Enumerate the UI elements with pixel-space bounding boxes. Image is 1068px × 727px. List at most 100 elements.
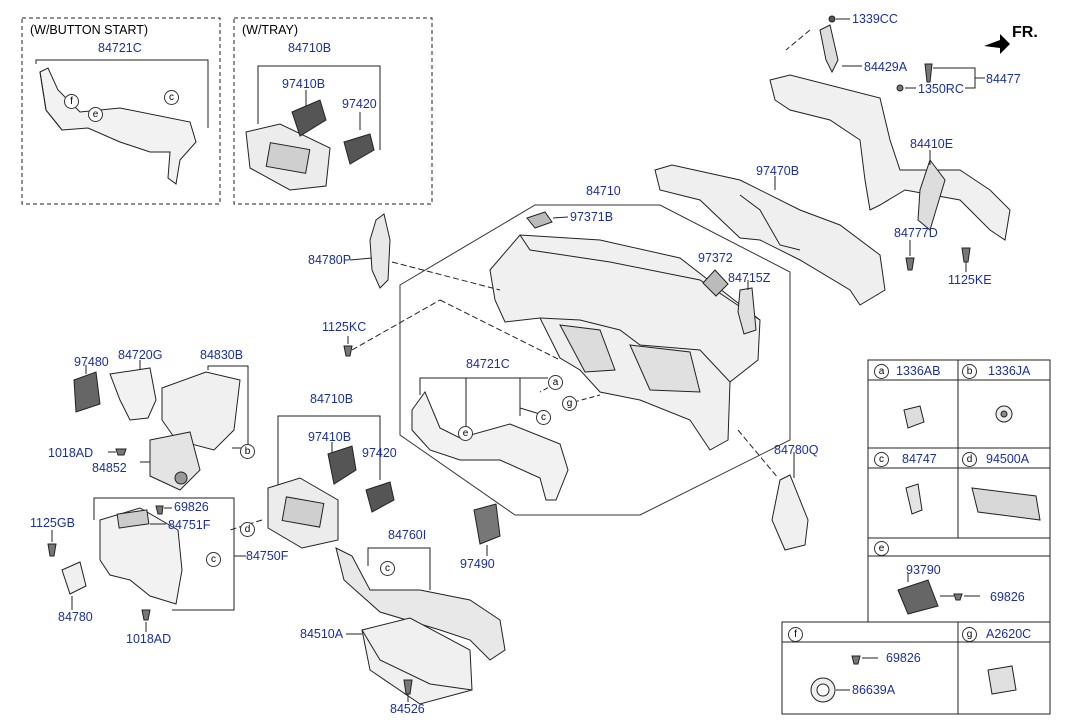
part-label-84710B-main[interactable]: 84710B (310, 392, 354, 406)
legend-part-84747[interactable]: 84747 (902, 452, 937, 466)
legend-part-1336JA[interactable]: 1336JA (988, 364, 1031, 378)
switch-84751F (116, 509, 150, 529)
callout-e-inset: e (88, 107, 103, 122)
part-label-97470B[interactable]: 97470B (756, 164, 800, 178)
bolt-1125KC (343, 345, 353, 357)
garnish-97372 (702, 269, 729, 297)
bolt-1018AD-a (115, 448, 127, 456)
legend-part-93790[interactable]: 93790 (906, 563, 941, 577)
leader-84721C-inset (35, 59, 209, 128)
part-label-84751F[interactable]: 84751F (168, 518, 211, 532)
vent-97480 (73, 371, 101, 413)
nut-1339CC (828, 15, 836, 23)
screw-69826-a (155, 505, 164, 515)
part-label-97410B-inset[interactable]: 97410B (282, 77, 326, 91)
legend-key-f: f (788, 627, 803, 642)
callout-f-inset: f (64, 94, 79, 109)
part-label-1125GB[interactable]: 1125GB (30, 516, 75, 530)
part-label-84777D[interactable]: 84777D (894, 226, 938, 240)
part-label-84780[interactable]: 84780 (58, 610, 93, 624)
center-vent-main-part (327, 445, 357, 485)
part-label-84410E[interactable]: 84410E (910, 137, 954, 151)
callout-d-fascia: d (240, 522, 255, 537)
legend-key-d: d (962, 452, 977, 467)
part-label-1350RC[interactable]: 1350RC (918, 82, 964, 96)
part-label-84510A[interactable]: 84510A (300, 627, 344, 641)
part-label-84830B[interactable]: 84830B (200, 348, 244, 362)
cluster-hood-84830B (161, 371, 241, 451)
legend-table (867, 359, 1051, 623)
cowl-crossbar-84410E (769, 74, 1011, 241)
callout-b-cluster: b (240, 444, 255, 459)
side-vent-inset-part (343, 133, 375, 165)
part-label-84760I[interactable]: 84760I (388, 528, 427, 542)
bolt-84477 (924, 63, 933, 83)
legend-part-94500A[interactable]: 94500A (986, 452, 1030, 466)
part-label-97372[interactable]: 97372 (698, 251, 733, 265)
inset-title-tray: (W/TRAY) (242, 23, 299, 37)
lower-crash-pad-main-part (411, 390, 569, 501)
legend-part-69826-f[interactable]: 69826 (886, 651, 921, 665)
legend-key-a: a (874, 364, 889, 379)
part-label-84715Z[interactable]: 84715Z (728, 271, 771, 285)
front-direction-label: FR. (1012, 24, 1038, 41)
side-vent-main-part (365, 481, 395, 513)
part-label-84526[interactable]: 84526 (390, 702, 425, 716)
part-label-97490[interactable]: 97490 (460, 557, 495, 571)
legend-part-86639A[interactable]: 86639A (852, 683, 896, 697)
callout-c-main: c (536, 410, 551, 425)
part-label-1339CC[interactable]: 1339CC (852, 12, 898, 26)
screw-69826-e (953, 593, 963, 601)
part-label-97410B-main[interactable]: 97410B (308, 430, 352, 444)
legend-part-1336AB[interactable]: 1336AB (896, 364, 941, 378)
part-label-84720G[interactable]: 84720G (118, 348, 163, 362)
legend-part-A2620C[interactable]: A2620C (986, 627, 1032, 641)
crash-pad-main-part (489, 234, 761, 451)
lower-crash-pad-inset-part (39, 67, 197, 185)
part-label-84750F[interactable]: 84750F (246, 549, 289, 563)
inset-box-button-start (21, 17, 221, 205)
bracket-84715Z (737, 287, 757, 335)
part-label-84780Q[interactable]: 84780Q (774, 443, 819, 457)
side-cover-84780P (369, 213, 391, 289)
part-label-1018AD-a[interactable]: 1018AD (48, 446, 94, 460)
part-label-84780P[interactable]: 84780P (308, 253, 352, 267)
part-label-97420-main[interactable]: 97420 (362, 446, 397, 460)
legend-key-g: g (962, 627, 977, 642)
leader-84750F (93, 497, 235, 611)
bolt-1018AD-b (141, 609, 151, 621)
part-label-84477[interactable]: 84477 (986, 72, 1021, 86)
part-label-84852[interactable]: 84852 (92, 461, 127, 475)
side-cover-84780Q (771, 474, 809, 551)
part-label-97420-inset[interactable]: 97420 (342, 97, 377, 111)
callout-g-main: g (562, 396, 577, 411)
leader-84760I (367, 547, 431, 590)
bolt-1125GB (47, 543, 57, 557)
bracket-84429A (819, 24, 839, 74)
part-label-1125KE[interactable]: 1125KE (948, 273, 992, 287)
part-label-84721C-main[interactable]: 84721C (466, 357, 510, 371)
bolt-84526 (403, 679, 413, 695)
part-94500A (971, 487, 1041, 521)
part-label-1125KC[interactable]: 1125KC (322, 320, 367, 334)
part-label-84721C-inset[interactable]: 84721C (98, 41, 142, 55)
leader-84710B-main (277, 415, 381, 500)
part-label-1018AD-b[interactable]: 1018AD (126, 632, 172, 646)
part-label-84710[interactable]: 84710 (586, 184, 621, 198)
callout-c-lower: c (380, 561, 395, 576)
part-84747 (905, 483, 923, 515)
part-label-97480[interactable]: 97480 (74, 355, 109, 369)
part-label-69826-a[interactable]: 69826 (174, 500, 209, 514)
legend-key-e: e (874, 541, 889, 556)
inset-box-tray (233, 17, 433, 205)
center-vent-inset-part (291, 99, 327, 137)
part-label-84710B-inset[interactable]: 84710B (288, 41, 332, 55)
part-A2620C (987, 665, 1017, 695)
duct-97470B (654, 164, 886, 306)
part-label-97371B[interactable]: 97371B (570, 210, 614, 224)
bolt-1125KE (961, 247, 971, 263)
legend-part-69826-e[interactable]: 69826 (990, 590, 1025, 604)
part-label-84429A[interactable]: 84429A (864, 60, 908, 74)
legend-table-lower (781, 621, 1051, 715)
